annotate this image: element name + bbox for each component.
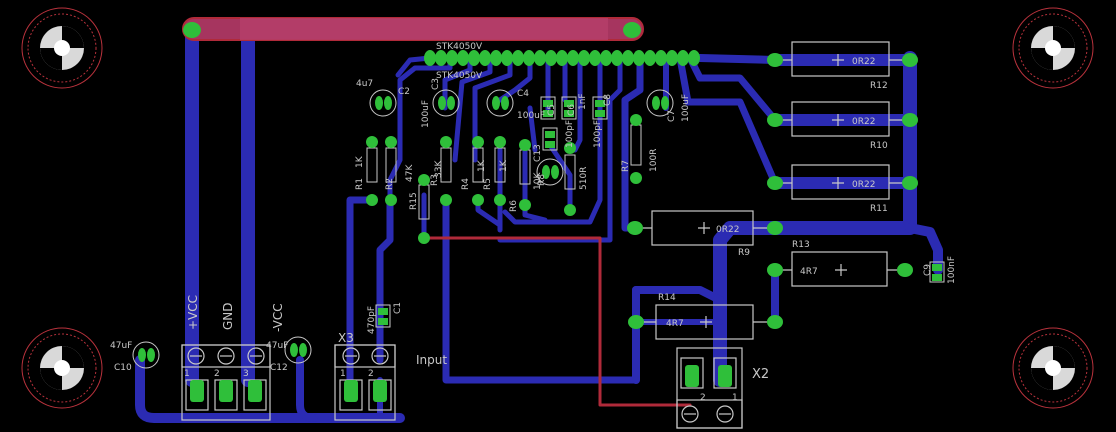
c9-ref: C9: [923, 264, 933, 276]
x2-ref: X2: [752, 367, 769, 382]
r5-ref: R5: [483, 178, 493, 190]
x3-pin-2: 2: [368, 369, 374, 379]
gnd-label: GND: [221, 302, 235, 330]
r9-value: 0R22: [716, 225, 739, 235]
r2-ref: R2: [385, 178, 395, 190]
r3-value: 33K: [434, 160, 444, 178]
chip-label-bottom: STK4050V: [436, 71, 483, 81]
mount-holes: [21, 7, 1094, 409]
c4-ref: C4: [517, 89, 529, 99]
input-label: Input: [416, 353, 447, 367]
r1-value: 1K: [355, 155, 365, 168]
c12-value: 47uF: [266, 341, 288, 351]
c6-value: 1nF: [578, 93, 588, 110]
r11-ref: R11: [870, 204, 888, 214]
r8-value: 510R: [579, 167, 589, 190]
r7-value: 100R: [649, 149, 659, 172]
mount-hole-top-right: [1012, 7, 1094, 89]
c8-ref: C8: [603, 94, 613, 106]
c2-ref: C2: [398, 87, 410, 97]
c7-ref: C7: [667, 110, 677, 122]
r4-ref: R4: [461, 178, 471, 190]
output-bus: [713, 51, 917, 387]
c9-value: 100nF: [947, 256, 957, 284]
vcc-label: +VCC: [186, 295, 200, 330]
c4-value: 100uF: [517, 111, 545, 121]
input-signal-trace: [422, 236, 692, 407]
x3-pin-1: 1: [340, 369, 346, 379]
mount-hole-bottom-right: [1012, 327, 1094, 409]
r9-ref: R9: [738, 248, 750, 258]
r14-ref: R14: [658, 293, 676, 303]
r1-ref: R1: [355, 178, 365, 190]
resistor-r9: [635, 210, 775, 246]
x3-ref: X3: [338, 331, 354, 345]
c10-ref: C10: [114, 363, 132, 373]
resistor-r13: [775, 251, 905, 287]
power-pin-3: 3: [243, 369, 249, 379]
power-pin-2: 2: [214, 369, 220, 379]
c12-ref: C12: [270, 363, 288, 373]
top-layer-traces: [182, 17, 692, 407]
c3-value: 100uF: [421, 100, 431, 128]
mount-hole-bottom-left: [21, 327, 103, 409]
c10-value: 47uF: [110, 341, 132, 351]
c8-value: 100pF: [593, 120, 603, 148]
r11-value: 0R22: [852, 180, 875, 190]
c1-value: 470pF: [367, 306, 377, 334]
r12-ref: R12: [870, 81, 888, 91]
x2-pin-2: 2: [700, 393, 706, 403]
r6-ref: R6: [509, 200, 519, 212]
c1-ref: C1: [393, 302, 403, 314]
capacitor-outlines: [132, 89, 945, 369]
neg-vcc-label: -VCC: [271, 303, 285, 332]
c5-value: 100pF: [565, 120, 575, 148]
r5-value: 1K: [499, 159, 509, 172]
ground-bus-bottom: [135, 355, 405, 423]
r6-value: 10K: [533, 172, 543, 190]
r15-value: 47K: [405, 164, 415, 182]
c3-ref: C3: [431, 78, 441, 90]
c5-ref: C5: [547, 104, 557, 116]
chip-label-top: STK4050V: [436, 42, 483, 52]
bottom-layer-traces: [135, 21, 943, 423]
mount-hole-top-left: [21, 7, 103, 89]
power-pin-1: 1: [184, 369, 190, 379]
c7-value: 100uF: [681, 94, 691, 122]
pads: [138, 22, 942, 402]
c13-ref: C13: [533, 144, 543, 162]
r4-value: 1K: [477, 159, 487, 172]
r14-value: 4R7: [666, 319, 684, 329]
r7-ref: R7: [621, 160, 631, 172]
r10-value: 0R22: [852, 117, 875, 127]
c2-value: 4u7: [356, 79, 373, 89]
x2-pin-1: 1: [732, 393, 738, 403]
r3-ref: R3: [430, 174, 440, 186]
r10-ref: R10: [870, 141, 888, 151]
silkscreen-labels: STK4050V STK4050V 0R22 R12 0R22 R10 0R22…: [110, 42, 957, 403]
r12-value: 0R22: [852, 57, 875, 67]
r15-ref: R15: [409, 192, 419, 210]
ic-pins: [424, 50, 700, 66]
r13-ref: R13: [792, 240, 810, 250]
r13-value: 4R7: [800, 267, 818, 277]
c6-ref: C6: [567, 104, 577, 116]
r8-ref: R8: [537, 174, 547, 186]
terminal-blocks: [181, 344, 743, 429]
terminal-x2: [676, 347, 743, 429]
